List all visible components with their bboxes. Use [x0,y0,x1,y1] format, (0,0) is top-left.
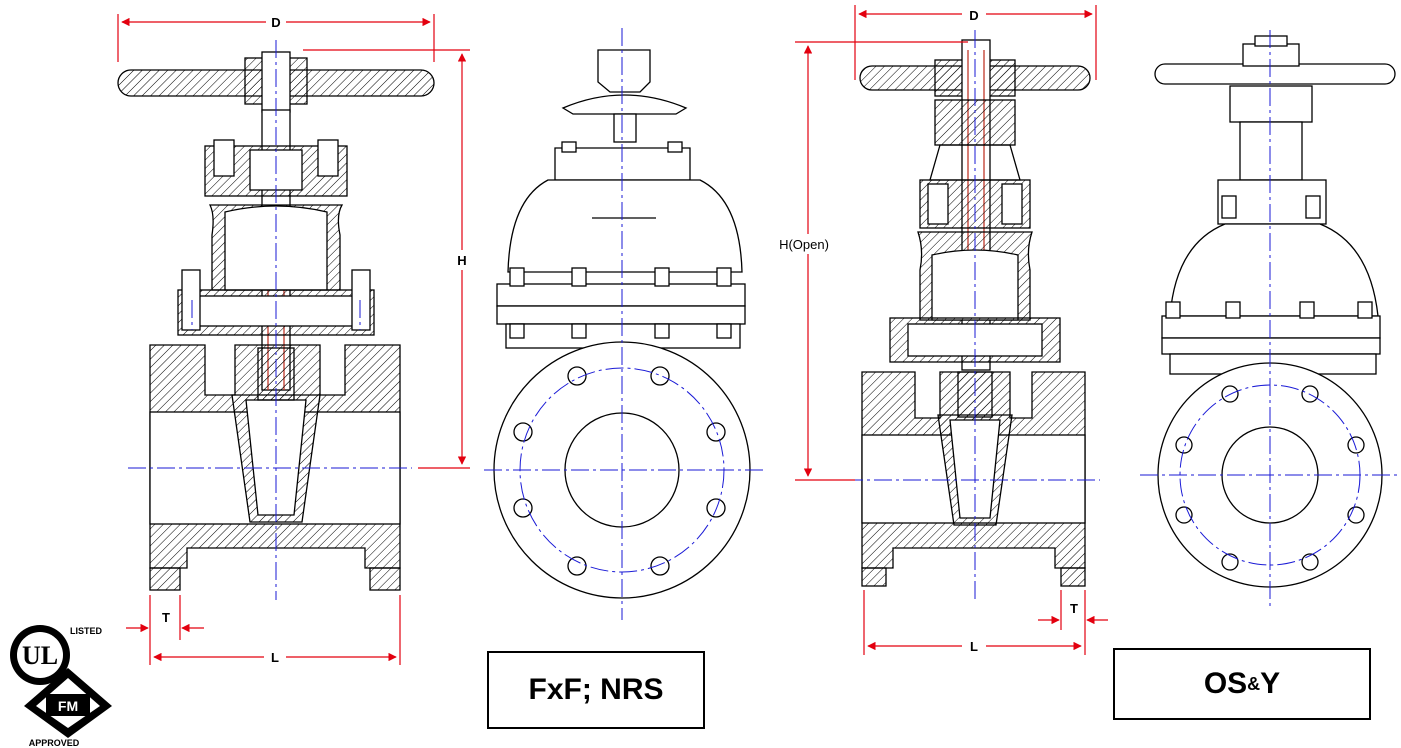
ul-fm-approval-logos: UL LISTED FM APPROVED [10,625,112,748]
osy-dimensions [795,5,1108,655]
nrs-centerlines [128,40,412,600]
nrs-dim-t: T [162,610,170,625]
osy-label-main: OS [1203,667,1248,700]
fm-approved-text: APPROVED [29,738,80,748]
ul-mark: UL [22,641,58,670]
nrs-dim-l: L [271,650,279,665]
nrs-dim-h: H [457,253,466,268]
nrs-dim-d: D [271,15,280,30]
osy-label-box: OS&Y [1113,648,1371,720]
nrs-side-centerlines [484,28,764,620]
osy-label-amp: & [1247,673,1261,694]
osy-centerlines [845,30,1100,600]
nrs-label-box: FxF; NRS [487,651,705,729]
osy-dim-d: D [969,8,978,23]
ul-listed-text: LISTED [70,626,103,636]
osy-dim-h-open: H(Open) [779,237,829,252]
osy-side-view [1154,35,1396,588]
fm-mark: FM [58,698,78,714]
osy-side-centerlines [1140,30,1398,610]
osy-dim-l: L [970,639,978,654]
osy-label-end: Y [1260,667,1281,700]
nrs-label: FxF; NRS [528,673,664,706]
osy-dim-t: T [1070,601,1078,616]
fm-logo-icon: FM APPROVED [24,668,112,748]
ul-logo-icon: UL LISTED [10,625,103,685]
